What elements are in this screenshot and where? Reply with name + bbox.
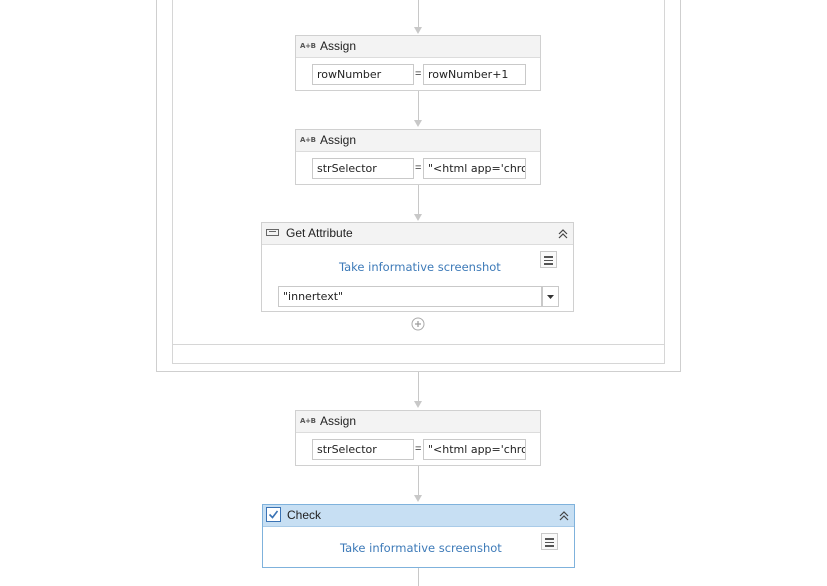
dropdown-toggle[interactable] [542,286,559,307]
connector-line [418,466,419,496]
connector-arrow [414,120,422,127]
assign-to-field[interactable]: rowNumber [312,64,414,85]
menu-icon [545,541,554,543]
take-screenshot-link[interactable]: Take informative screenshot [340,541,502,555]
assign-icon: A+B [300,42,316,50]
get-attribute-activity[interactable]: Get Attribute Take informative screensho… [261,222,574,312]
menu-button[interactable] [540,251,557,268]
assign-icon: A+B [300,136,316,144]
activity-title: Assign [320,414,357,428]
activity-title: Assign [320,39,357,53]
assign-value-field[interactable]: "<html app='chror [423,439,526,460]
collapse-icon[interactable] [557,228,569,240]
add-activity-icon[interactable] [411,317,425,331]
check-activity[interactable]: Check Take informative screenshot [262,504,575,568]
activity-header[interactable]: Get Attribute [262,223,573,245]
menu-button[interactable] [541,533,558,550]
body-container [173,0,664,345]
activity-title: Check [287,508,322,522]
activity-title: Get Attribute [286,226,353,240]
assign-icon: A+B [300,417,316,425]
collapse-icon[interactable] [558,510,570,522]
take-screenshot-link[interactable]: Take informative screenshot [339,260,501,274]
menu-icon [545,545,554,547]
assign-activity-3[interactable]: A+B Assign strSelector = "<html app='chr… [295,410,541,466]
connector-line [418,568,419,586]
activity-header[interactable]: Check [263,505,574,527]
connector-arrow [414,214,422,221]
activity-header[interactable]: A+B Assign [296,130,540,152]
connector-line [418,185,419,215]
connector-arrow [414,27,422,34]
checkbox-icon [266,507,281,522]
connector-arrow [414,401,422,408]
assign-to-field[interactable]: strSelector [312,439,414,460]
outer-container [156,0,681,372]
connector-line [418,372,419,402]
assign-value-field[interactable]: "<html app='chror [423,158,526,179]
activity-header[interactable]: A+B Assign [296,411,540,433]
get-attribute-icon [266,229,279,236]
assign-to-field[interactable]: strSelector [312,158,414,179]
chevron-down-icon [547,295,554,299]
menu-icon [545,538,554,540]
attribute-dropdown[interactable]: "innertext" [278,286,542,307]
activity-title: Assign [320,133,357,147]
activity-header[interactable]: A+B Assign [296,36,540,58]
assign-value-field[interactable]: rowNumber+1 [423,64,526,85]
connector-arrow [414,495,422,502]
assign-activity-1[interactable]: A+B Assign rowNumber = rowNumber+1 [295,35,541,91]
menu-icon [544,263,553,265]
menu-icon [544,259,553,261]
equals-sign: = [415,162,422,174]
assign-activity-2[interactable]: A+B Assign strSelector = "<html app='chr… [295,129,541,185]
connector-line [418,91,419,121]
equals-sign: = [415,68,422,80]
equals-sign: = [415,443,422,455]
connector-line [418,0,419,28]
menu-icon [544,256,553,258]
inner-container [172,0,665,364]
